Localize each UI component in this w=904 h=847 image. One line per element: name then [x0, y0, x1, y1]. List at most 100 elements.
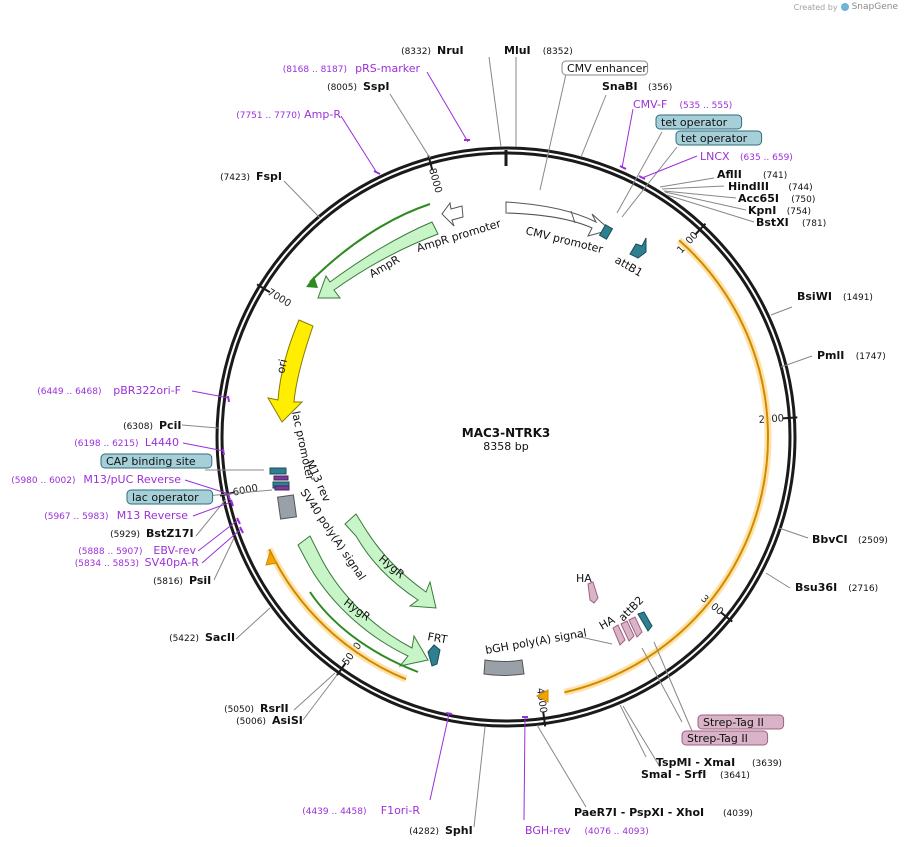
credit-brand: SnapGene	[851, 2, 898, 12]
site-acc65i[interactable]: Acc65I	[738, 192, 779, 205]
ori-arrow[interactable]	[267, 319, 314, 423]
site-pcii[interactable]: PciI	[159, 419, 181, 432]
site-group-tspmi[interactable]: TspMI - XmaI	[656, 756, 735, 769]
primer-lncx[interactable]: LNCX	[700, 150, 730, 163]
sv40-polya-box[interactable]	[276, 494, 298, 520]
site-fspi[interactable]: FspI	[256, 170, 282, 183]
site-group-smai[interactable]: SmaI - SrfI	[641, 768, 706, 781]
site-position: (744)	[788, 183, 812, 193]
site-group-pos: (3639)	[752, 759, 782, 769]
cap-site-box[interactable]	[269, 467, 287, 475]
site-sacii[interactable]: SacII	[205, 631, 235, 644]
hygr-arrow-1[interactable]	[344, 513, 437, 609]
primer-sv40pa-r[interactable]: SV40pA-R	[145, 556, 200, 569]
bgh-polya-box[interactable]	[483, 659, 525, 676]
site-bstxi[interactable]: BstXI	[756, 216, 789, 229]
tet-operator-label-2[interactable]: tet operator	[681, 132, 748, 145]
ampr-green-track	[309, 203, 431, 283]
tick-mark	[336, 662, 347, 676]
primer-m13-puc-reverse[interactable]: M13/pUC Reverse	[83, 473, 181, 486]
tet-operator-label-1[interactable]: tet operator	[661, 116, 728, 129]
tick-label: 7000	[265, 287, 292, 310]
hygr-outer-arc[interactable]	[268, 548, 407, 681]
primer-f1ori-r[interactable]: F1ori-R	[381, 804, 421, 817]
site-snabi[interactable]: SnaBI	[602, 80, 638, 93]
hygr-arrow-2[interactable]	[297, 535, 429, 667]
site-psii[interactable]: PsiI	[189, 574, 211, 587]
tick-mark	[542, 711, 547, 727]
primer-range: (5967 .. 5983)	[44, 512, 108, 522]
strep-tag-label-1-box[interactable]	[697, 714, 785, 730]
orf-arc[interactable]	[564, 239, 769, 694]
snapgene-credit: Created by SnapGene	[794, 2, 898, 12]
primer-range: (8168 .. 8187)	[283, 65, 347, 75]
tick-label: 6000	[232, 483, 259, 499]
primer-amp-r[interactable]: Amp-R	[304, 108, 341, 121]
tick-mark	[427, 155, 434, 171]
frt-label: FRT	[426, 630, 448, 646]
strep-tag-label-2[interactable]: Strep-Tag II	[687, 732, 748, 745]
site-sphi[interactable]: SphI	[445, 824, 473, 837]
primer-range: (6449 .. 6468)	[37, 387, 101, 397]
site-bstz17i[interactable]: BstZ17I	[146, 527, 194, 540]
ampr-arrow[interactable]	[317, 221, 439, 299]
m13-box[interactable]	[273, 475, 289, 481]
cap-binding-site-label-box[interactable]	[100, 453, 213, 469]
primer-bgh-rev[interactable]: BGH-rev	[525, 824, 571, 837]
site-bbvci[interactable]: BbvCI	[812, 533, 848, 546]
site-position: (4282)	[409, 827, 439, 837]
lac-operator-label[interactable]: lac operator	[132, 491, 199, 504]
attb2-arrow[interactable]	[637, 611, 653, 632]
site-position: (781)	[802, 219, 826, 229]
primer-pbr322ori-f[interactable]: pBR322ori-F	[113, 384, 181, 397]
tet-operator-label-2-box[interactable]	[675, 130, 763, 146]
site-position: (5929)	[110, 530, 140, 540]
site-position: (5422)	[169, 634, 199, 644]
ha-arrow-2[interactable]	[612, 624, 626, 646]
strep-tag-label-2-box[interactable]	[681, 730, 769, 746]
site-rsrii[interactable]: RsrII	[260, 702, 289, 715]
site-position: (356)	[648, 83, 672, 93]
tick-mark	[256, 283, 271, 294]
cmv-enhancer-label-box[interactable]	[561, 60, 649, 76]
site-nrui[interactable]: NruI	[437, 44, 464, 57]
strep-arrow-1[interactable]	[620, 620, 635, 642]
plasmid-size: 8358 bp	[483, 440, 528, 453]
frt-arrow[interactable]	[427, 644, 441, 667]
primer-cmv-f[interactable]: CMV-F	[633, 98, 667, 111]
site-bsiwi[interactable]: BsiWI	[797, 290, 832, 303]
primer-ebv-rev[interactable]: EBV-rev	[153, 544, 196, 557]
lac-operator-label-box[interactable]	[126, 489, 214, 505]
site-sspi[interactable]: SspI	[363, 80, 389, 93]
ha-arrow-1[interactable]	[587, 581, 599, 604]
site-hindiii[interactable]: HindIII	[728, 180, 769, 193]
site-group-paer7i[interactable]: PaeR7I - PspXI - XhoI	[574, 806, 704, 819]
site-asisi[interactable]: AsiSI	[272, 714, 303, 727]
cap-binding-site-label[interactable]: CAP binding site	[106, 455, 196, 468]
tet-operator-label-1-box[interactable]	[655, 114, 743, 130]
site-kpni[interactable]: KpnI	[748, 204, 776, 217]
orf-arc-glow	[563, 237, 772, 696]
cmv-promoter-arrow[interactable]	[505, 201, 612, 237]
strep-tag-label-1[interactable]: Strep-Tag II	[703, 716, 764, 729]
m13-box-2[interactable]	[274, 485, 290, 491]
site-pmli[interactable]: PmlI	[817, 349, 844, 362]
snapgene-logo-icon	[840, 3, 849, 11]
site-mlui[interactable]: MluI	[504, 44, 531, 57]
site-position: (8352)	[543, 47, 573, 57]
primer-m13-reverse[interactable]: M13 Reverse	[117, 509, 188, 522]
ampr-promoter-arrow[interactable]	[441, 201, 464, 227]
primer-l4440[interactable]: L4440	[145, 436, 179, 449]
site-position: (6308)	[123, 422, 153, 432]
primer-range: (6198 .. 6215)	[74, 439, 138, 449]
plasmid-name: MAC3-NTRK3	[462, 426, 550, 440]
attb1-arrow[interactable]	[629, 237, 647, 259]
primer-lines	[182, 71, 698, 821]
cmv-enhancer-label[interactable]: CMV enhancer	[567, 62, 647, 75]
primer-prs-marker[interactable]: pRS-marker	[355, 62, 420, 75]
site-bsu36i[interactable]: Bsu36I	[795, 581, 837, 594]
site-aflii[interactable]: AflII	[717, 168, 742, 181]
strep-arrow-2[interactable]	[628, 616, 643, 638]
tet-operator-box[interactable]	[598, 224, 614, 240]
